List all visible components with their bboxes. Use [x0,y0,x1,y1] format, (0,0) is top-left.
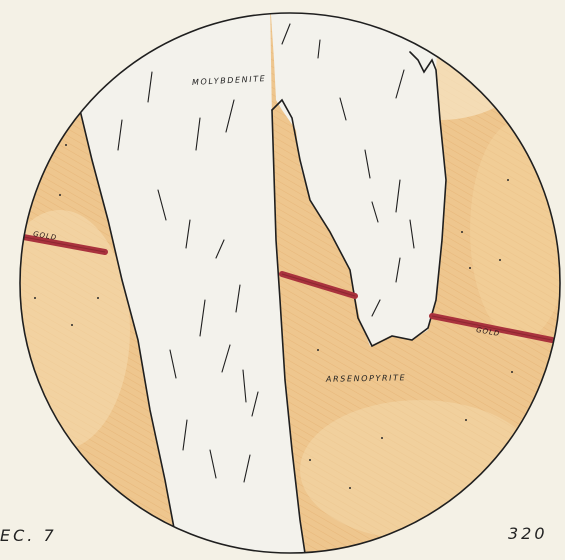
magnification-label: 320 [508,524,548,543]
label-arsenopyrite: ARSENOPYRITE [326,373,406,383]
specimen-number: EC. 7 [0,526,57,545]
